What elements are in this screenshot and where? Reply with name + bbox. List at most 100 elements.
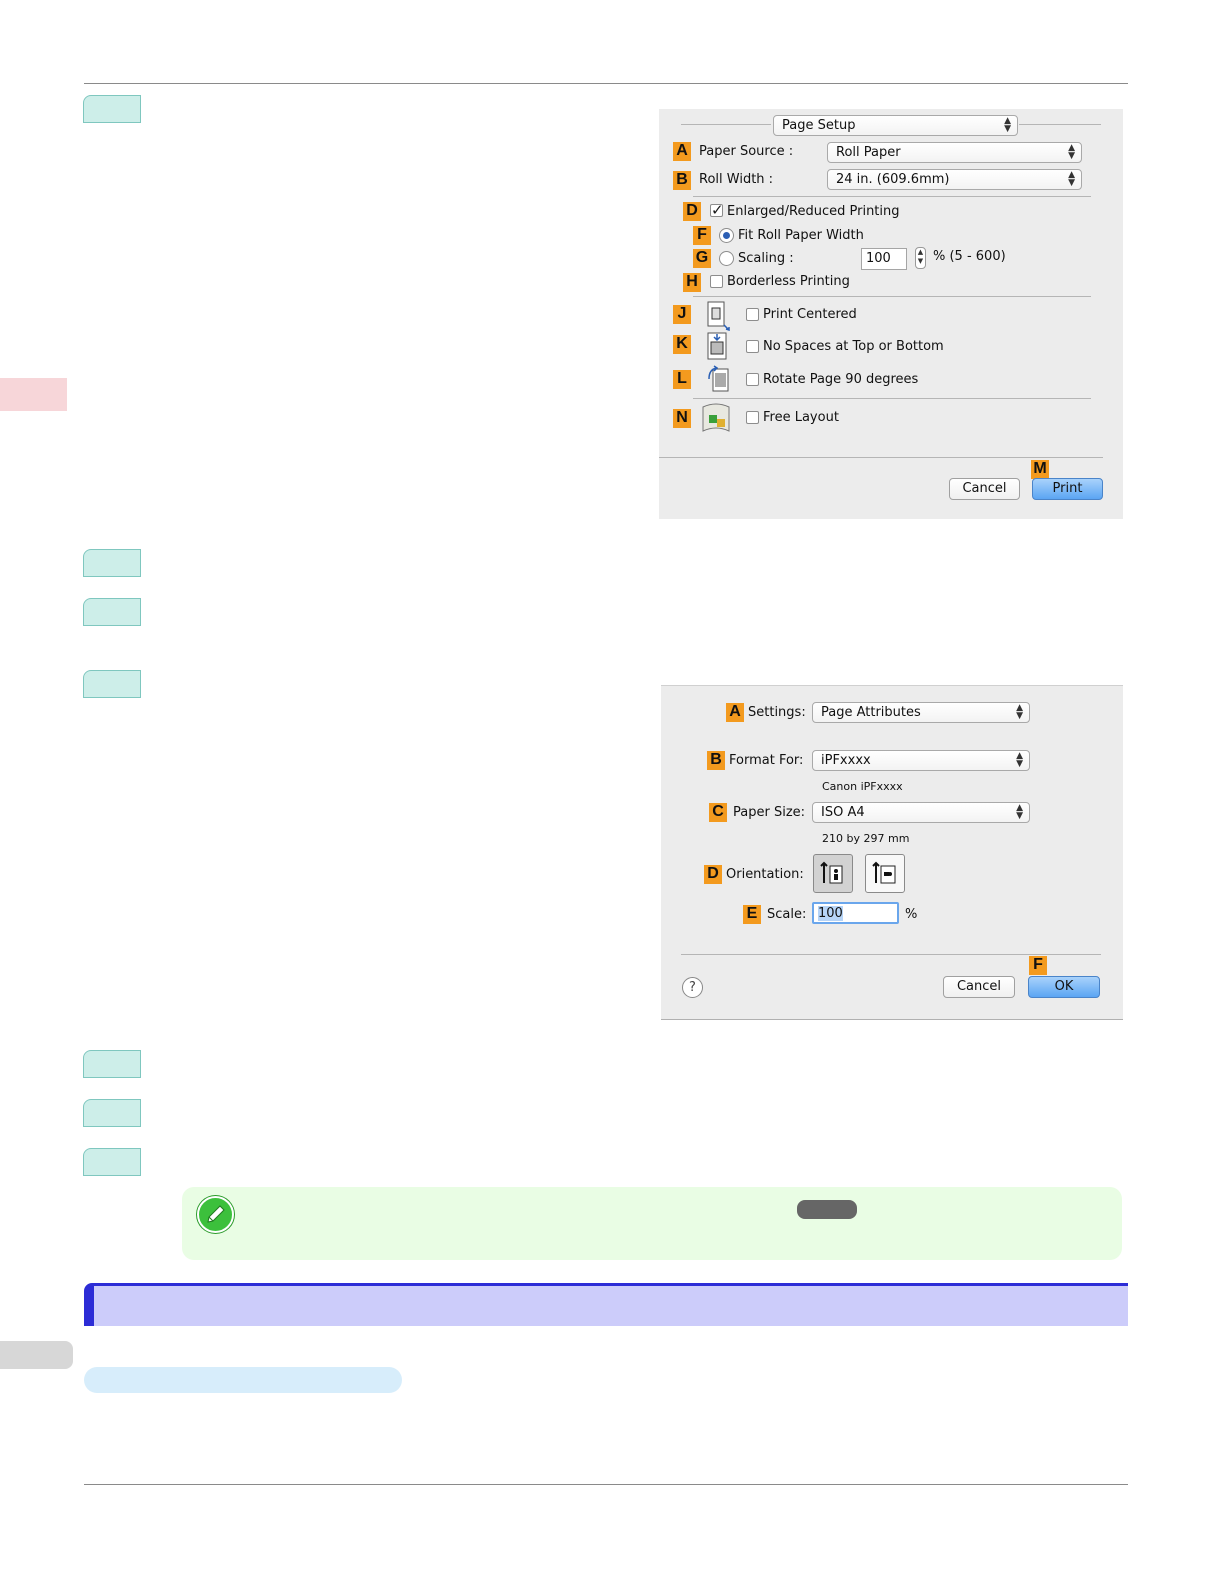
marker-d: D bbox=[704, 865, 722, 884]
step-tab bbox=[83, 1099, 141, 1127]
no-spaces-icon bbox=[705, 332, 729, 360]
scaling-input[interactable]: 100 bbox=[861, 248, 907, 270]
chapter-side-marker bbox=[0, 378, 67, 411]
marker-e: E bbox=[743, 905, 761, 924]
paper-source-popup[interactable]: Roll Paper ▲▼ bbox=[827, 142, 1082, 163]
marker-f: F bbox=[693, 226, 711, 245]
step-tab bbox=[83, 1148, 141, 1176]
paper-source-label: Paper Source : bbox=[699, 144, 794, 159]
marker-n: N bbox=[673, 409, 691, 428]
scaling-radio[interactable] bbox=[719, 251, 734, 266]
marker-a: A bbox=[726, 703, 744, 722]
portrait-orientation-icon[interactable] bbox=[813, 854, 853, 893]
step-tab bbox=[83, 598, 141, 626]
separator bbox=[693, 196, 1091, 197]
scale-input[interactable]: 100 bbox=[812, 902, 899, 924]
enlarged-reduced-label: Enlarged/Reduced Printing bbox=[727, 204, 900, 219]
step-tab bbox=[83, 1050, 141, 1078]
settings-popup[interactable]: Page Attributes ▲▼ bbox=[812, 702, 1030, 723]
popup-arrows-icon: ▲▼ bbox=[1016, 751, 1023, 769]
scaling-stepper[interactable]: ▲▼ bbox=[915, 247, 926, 269]
help-icon: ? bbox=[689, 980, 696, 995]
popup-arrows-icon: ▲▼ bbox=[1016, 703, 1023, 721]
borderless-checkbox[interactable] bbox=[710, 275, 723, 288]
marker-j: J bbox=[673, 305, 691, 324]
free-layout-checkbox[interactable] bbox=[746, 411, 759, 424]
orientation-label: Orientation: bbox=[726, 867, 804, 882]
marker-m: M bbox=[1031, 460, 1049, 479]
marker-f: F bbox=[1029, 956, 1047, 975]
key-button-graphic bbox=[797, 1200, 857, 1219]
fit-roll-width-radio[interactable] bbox=[719, 228, 734, 243]
separator bbox=[659, 457, 1103, 458]
mode-popup[interactable]: Page Setup ▲▼ bbox=[773, 115, 1018, 136]
paper-size-popup[interactable]: ISO A4 ▲▼ bbox=[812, 802, 1030, 823]
scale-value: 100 bbox=[818, 906, 843, 921]
format-for-value: iPFxxxx bbox=[821, 753, 871, 768]
marker-b: B bbox=[707, 751, 725, 770]
popup-arrows-icon: ▲▼ bbox=[1004, 116, 1011, 134]
popup-arrows-icon: ▲▼ bbox=[1068, 170, 1075, 188]
rotate-page-label: Rotate Page 90 degrees bbox=[763, 372, 919, 387]
marker-c: C bbox=[709, 803, 727, 822]
format-for-subtext: Canon iPFxxxx bbox=[822, 780, 903, 793]
cancel-button[interactable]: Cancel bbox=[949, 478, 1020, 500]
page-setup-dialog: Page Setup ▲▼ A Paper Source : Roll Pape… bbox=[659, 109, 1123, 519]
roll-width-popup[interactable]: 24 in. (609.6mm) ▲▼ bbox=[827, 169, 1082, 190]
landscape-orientation-icon[interactable] bbox=[865, 854, 905, 893]
bottom-rule bbox=[84, 1484, 1128, 1485]
step-tab bbox=[83, 549, 141, 577]
free-layout-icon bbox=[699, 401, 733, 435]
free-layout-label: Free Layout bbox=[763, 410, 839, 425]
page-attributes-dialog: A Settings: Page Attributes ▲▼ B Format … bbox=[661, 685, 1123, 1019]
roll-width-label: Roll Width : bbox=[699, 172, 774, 187]
rotate-page-icon bbox=[705, 365, 729, 393]
settings-value: Page Attributes bbox=[821, 705, 921, 720]
mode-popup-value: Page Setup bbox=[782, 118, 856, 133]
marker-h: H bbox=[683, 273, 701, 292]
separator bbox=[693, 296, 1091, 297]
print-centered-icon bbox=[705, 301, 730, 332]
print-centered-checkbox[interactable] bbox=[746, 308, 759, 321]
top-rule bbox=[84, 83, 1128, 84]
help-button[interactable]: ? bbox=[682, 977, 703, 998]
marker-k: K bbox=[673, 335, 691, 354]
format-for-popup[interactable]: iPFxxxx ▲▼ bbox=[812, 750, 1030, 771]
scaling-label: Scaling : bbox=[738, 251, 794, 266]
separator bbox=[681, 954, 1101, 955]
print-centered-label: Print Centered bbox=[763, 307, 857, 322]
ok-button[interactable]: OK bbox=[1028, 976, 1100, 998]
note-pencil-icon bbox=[197, 1196, 234, 1233]
popup-arrows-icon: ▲▼ bbox=[1016, 803, 1023, 821]
marker-a: A bbox=[673, 142, 691, 161]
roll-width-value: 24 in. (609.6mm) bbox=[836, 172, 950, 187]
popup-arrows-icon: ▲▼ bbox=[1068, 143, 1075, 161]
fit-roll-width-label: Fit Roll Paper Width bbox=[738, 228, 864, 243]
step-tab bbox=[83, 670, 141, 698]
separator bbox=[1019, 124, 1101, 125]
marker-g: G bbox=[693, 249, 711, 268]
paper-size-label: Paper Size: bbox=[733, 805, 806, 820]
paper-size-value: ISO A4 bbox=[821, 805, 865, 820]
marker-d: D bbox=[683, 202, 701, 221]
scaling-value: 100 bbox=[866, 251, 891, 266]
settings-label: Settings: bbox=[748, 705, 806, 720]
no-spaces-checkbox[interactable] bbox=[746, 340, 759, 353]
scaling-range: % (5 - 600) bbox=[933, 249, 1006, 264]
enlarged-reduced-checkbox[interactable] bbox=[710, 201, 724, 219]
cancel-button[interactable]: Cancel bbox=[943, 976, 1015, 998]
note-box bbox=[182, 1187, 1122, 1260]
format-for-label: Format For: bbox=[729, 753, 804, 768]
marker-b: B bbox=[673, 171, 691, 190]
no-spaces-label: No Spaces at Top or Bottom bbox=[763, 339, 944, 354]
scale-label: Scale: bbox=[767, 907, 807, 922]
rotate-page-checkbox[interactable] bbox=[746, 373, 759, 386]
marker-l: L bbox=[673, 370, 691, 389]
page-side-marker bbox=[0, 1341, 73, 1369]
separator bbox=[681, 124, 771, 125]
step-tab bbox=[83, 95, 141, 123]
paper-source-value: Roll Paper bbox=[836, 145, 901, 160]
print-button[interactable]: Print bbox=[1032, 478, 1103, 500]
borderless-label: Borderless Printing bbox=[727, 274, 850, 289]
separator bbox=[693, 398, 1091, 399]
